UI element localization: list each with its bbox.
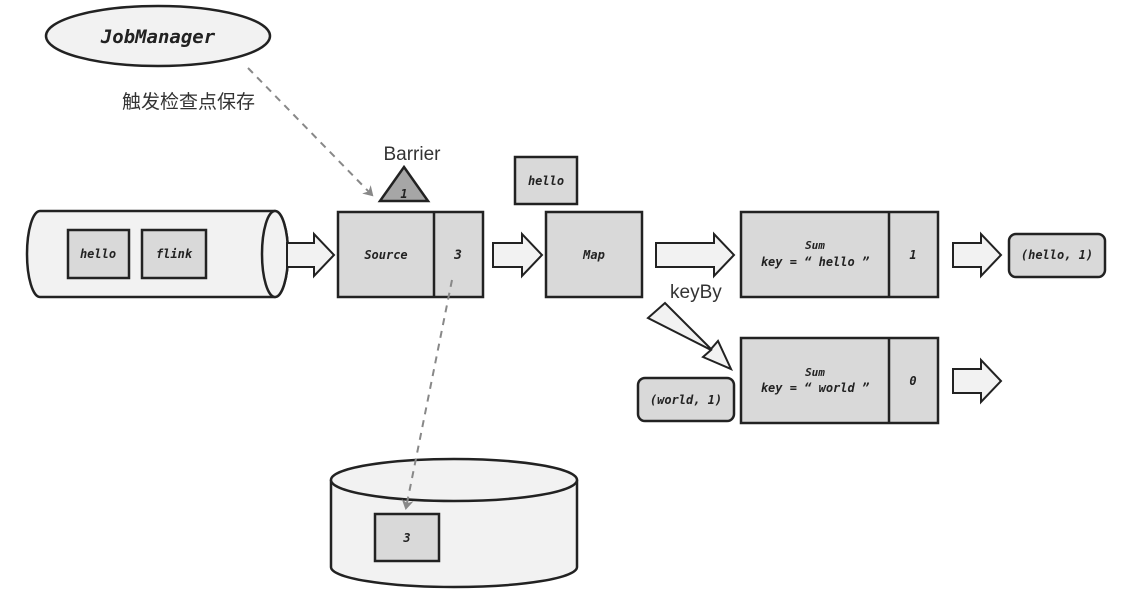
job-manager-node: JobManager [44, 4, 272, 68]
incoming-record-world [636, 376, 736, 423]
flow-arrow-sum-world-output [952, 357, 1003, 405]
queue-item-flink [140, 228, 208, 280]
output-record-hello-label: (hello, 1) [1021, 248, 1093, 262]
flow-arrow-queue-source [286, 231, 336, 279]
flow-arrow-source-map [492, 231, 544, 279]
sum-hello-key: key = “ hello ” [761, 255, 870, 269]
in-flight-record [513, 155, 579, 206]
sum-world-key: key = “ world ” [761, 381, 870, 395]
queue-item-flink-label: flink [156, 247, 193, 261]
job-manager-label: JobManager [100, 26, 216, 48]
sum-world-operator: Sum key = “ world ” 0 [739, 336, 940, 425]
flow-arrow-sum-hello-output [952, 231, 1003, 279]
map-operator: Map [544, 210, 644, 299]
queue-item-hello-label: hello [80, 247, 116, 261]
source-operator: Source 3 [336, 210, 485, 299]
map-label: Map [582, 248, 605, 262]
flow-arrow-map-sum-world [646, 301, 734, 371]
output-record-hello [1007, 232, 1107, 279]
snapshot-value: 3 [402, 531, 410, 545]
source-state: 3 [453, 248, 462, 263]
sum-hello-operator: Sum key = “ hello ” 1 [739, 210, 940, 299]
sum-world-state: 0 [909, 374, 916, 388]
snapshot-record [373, 512, 441, 563]
source-label: Source [364, 248, 407, 262]
barrier-value: 1 [400, 187, 407, 201]
incoming-record-world-label: (world, 1) [650, 393, 722, 407]
barrier-marker: 1 [377, 164, 431, 203]
input-queue: hello flink [25, 209, 290, 299]
in-flight-record-label: hello [528, 174, 564, 188]
keyby-label: keyBy [670, 282, 722, 303]
queue-item-hello [66, 228, 131, 280]
sum-hello-label: Sum [805, 239, 825, 252]
state-storage: 3 [329, 457, 579, 589]
trigger-checkpoint-label: 触发检查点保存 [122, 91, 255, 113]
flow-arrow-map-sum-hello [655, 231, 736, 279]
barrier-label: Barrier [383, 144, 441, 165]
trigger-dashed-arrow [247, 67, 374, 197]
sum-hello-state: 1 [909, 248, 916, 262]
sum-world-label: Sum [805, 366, 825, 379]
